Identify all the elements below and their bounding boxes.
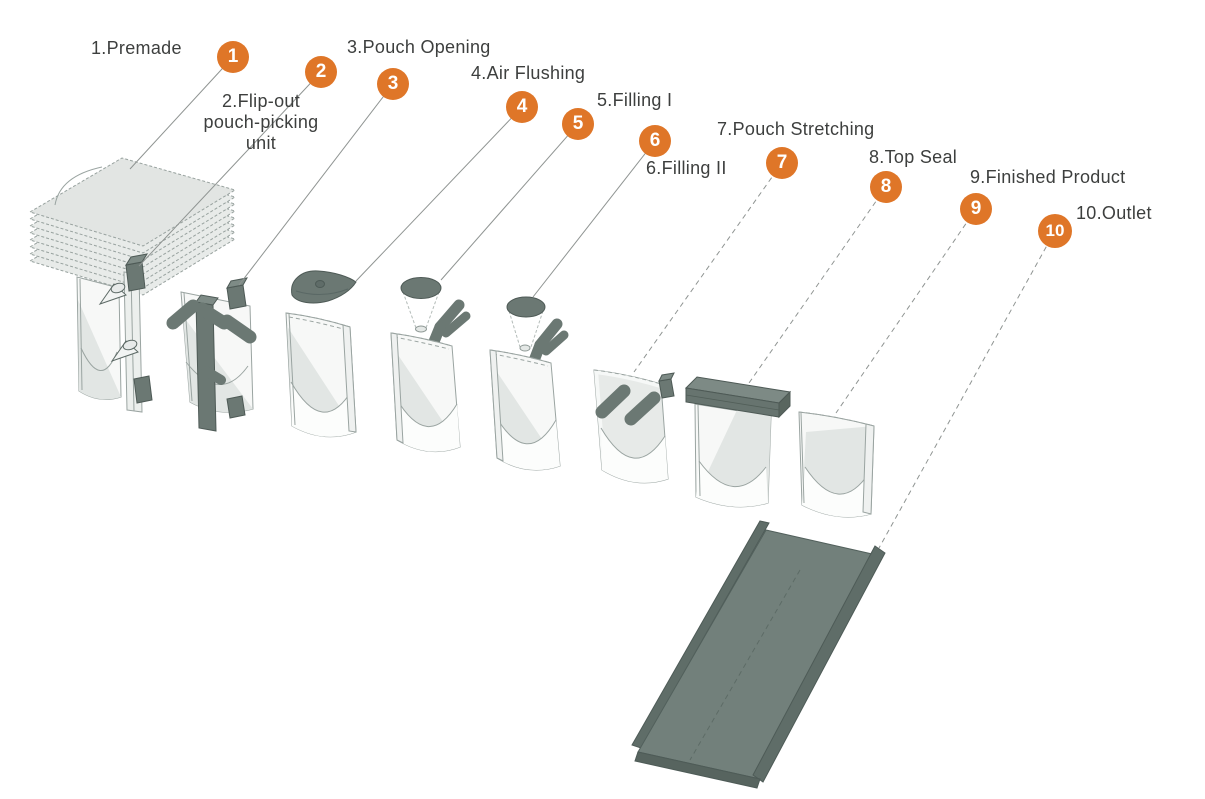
leader-line-2 (138, 71, 322, 267)
step-label-1: 1.Premade (91, 38, 182, 58)
air-flushing-station (390, 277, 471, 453)
step-badge-5: 5 (562, 108, 594, 140)
step-badge-7: 7 (766, 147, 798, 179)
step-label-9: 9.Finished Product (970, 167, 1126, 187)
nozzle-icon (541, 330, 569, 356)
step-label-4: 4.Air Flushing (471, 63, 586, 83)
leader-line-4 (355, 106, 523, 282)
suction-cup-icon (110, 339, 139, 362)
filling-station (489, 296, 569, 471)
leader-lines (129, 56, 1056, 549)
step-badge-3: 3 (377, 68, 409, 100)
pouch-opening-hood-station (285, 270, 357, 438)
nozzle-icon (441, 311, 471, 338)
leader-line-7 (633, 162, 783, 373)
step-badge-1: 1 (217, 41, 249, 73)
step-badge-10: 10 (1038, 214, 1072, 248)
roller-icon (220, 314, 257, 344)
leader-line-8 (748, 186, 887, 384)
air-flushing-hood (291, 270, 357, 304)
roller-icon (201, 366, 226, 385)
pouch-picking-station (76, 253, 153, 413)
step-badge-8: 8 (870, 171, 902, 203)
leader-line-5 (440, 123, 579, 281)
step-label-5: 5.Filling I (597, 90, 673, 110)
step-badge-4: 4 (506, 91, 538, 123)
filling-1-funnel (400, 277, 442, 299)
leader-line-6 (532, 140, 656, 298)
pouch-opening-station (166, 277, 257, 432)
step-label-8: 8.Top Seal (869, 147, 958, 167)
finished-pouch (798, 411, 875, 518)
step-label-6: 6.Filling II (646, 158, 727, 178)
step-label-3: 3.Pouch Opening (347, 37, 491, 57)
suction-cup-icon (98, 282, 127, 305)
premade-pouch-stack (29, 157, 236, 296)
leader-line-3 (238, 83, 394, 286)
step-label-7: 7.Pouch Stretching (717, 119, 875, 139)
leader-line-10 (878, 230, 1056, 549)
leader-line-9 (835, 208, 977, 414)
step-badge-2: 2 (305, 56, 337, 88)
leader-line-1 (129, 56, 234, 170)
roller-icon (195, 302, 231, 330)
gripper-icon (595, 384, 631, 419)
step-badge-6: 6 (639, 125, 671, 157)
filling-2-funnel (506, 296, 546, 318)
outlet-chute (631, 520, 886, 789)
step-label-10: 10.Outlet (1076, 203, 1152, 223)
step-badge-9: 9 (960, 193, 992, 225)
pouch-stretching-station (593, 369, 675, 484)
top-seal-station (684, 376, 792, 508)
step-label-2: 2.Flip-out pouch-picking unit (203, 91, 319, 153)
top-seal-bar (684, 376, 792, 419)
roller-icon (166, 299, 200, 330)
gripper-icon (624, 391, 661, 426)
